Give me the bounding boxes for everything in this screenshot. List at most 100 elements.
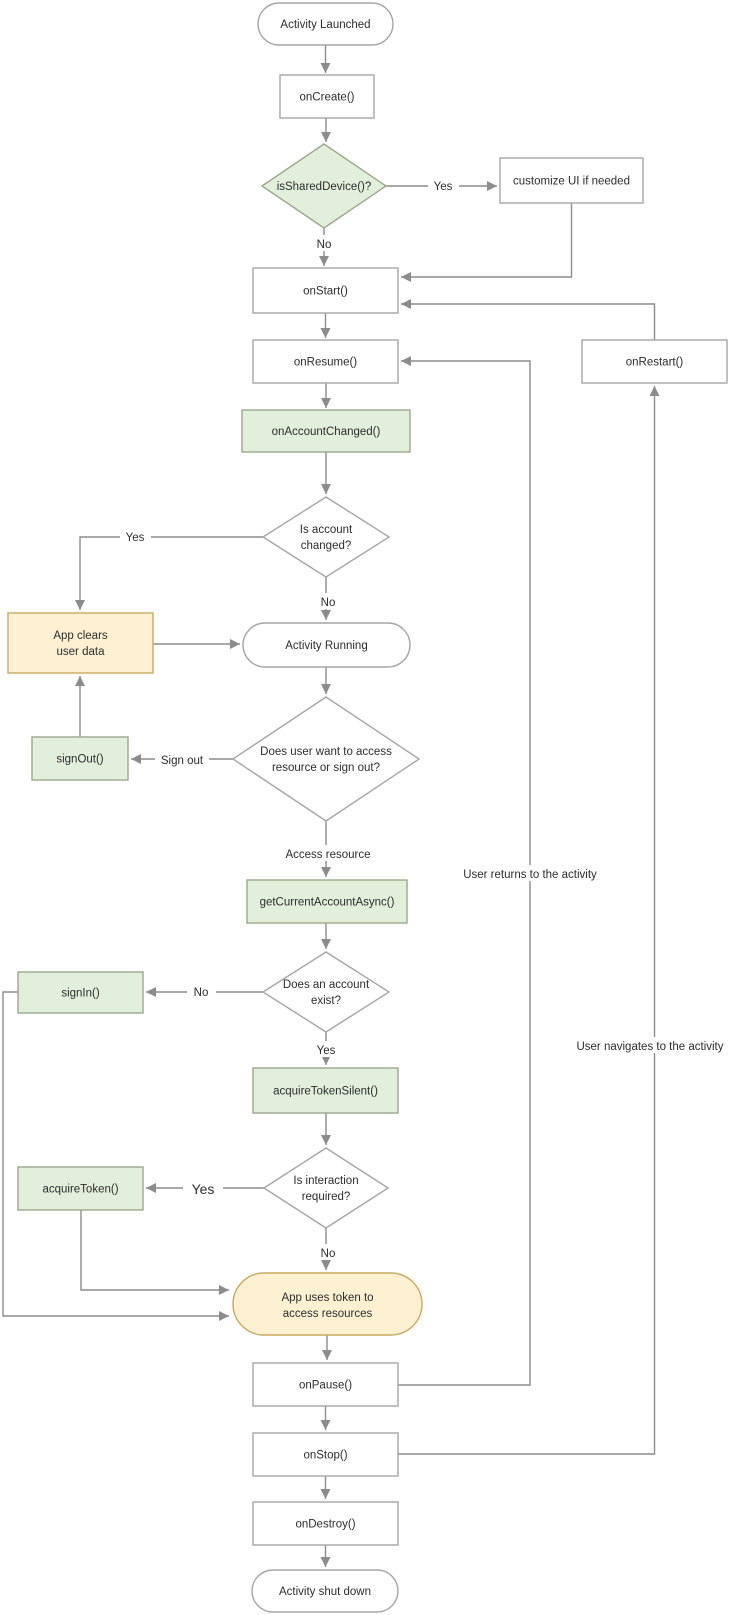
- edge-acquiretoken-to-appusestoken: [80, 1210, 229, 1295]
- node-onrestart: onRestart(): [581, 339, 728, 384]
- edge-signin-to-appusestoken: [2, 991, 229, 1321]
- node-label-line1: Does an account: [283, 979, 370, 991]
- process-shape: [246, 879, 408, 924]
- process-shape: [252, 339, 399, 384]
- process-shape: [252, 267, 399, 314]
- node-label-line1: Does user want to access: [260, 746, 392, 758]
- process-shape: [17, 971, 144, 1014]
- edge-label-access-resource: Access resource: [285, 849, 370, 861]
- node-label-line1: Is interaction: [293, 1175, 358, 1187]
- node-signout: signOut(): [31, 736, 129, 781]
- process-shape: [581, 339, 728, 384]
- node-signin: signIn(): [17, 971, 144, 1014]
- node-label-line1: App uses token to: [281, 1292, 373, 1304]
- node-activity-launched: Activity Launched: [257, 2, 394, 46]
- node-activity-running: Activity Running: [242, 622, 411, 668]
- node-label: onStop(): [303, 1450, 347, 1462]
- edge-label-user-navigates: User navigates to the activity: [576, 1041, 723, 1053]
- process-shape: [252, 1432, 399, 1477]
- decision-shape: [261, 951, 391, 1033]
- node-label: Activity Launched: [280, 19, 370, 31]
- node-doesuserwant: Does user want to access resource or sig…: [231, 696, 421, 822]
- label-bg: [283, 845, 373, 861]
- edge-label-sign-out: Sign out: [161, 755, 204, 767]
- node-label: onAccountChanged(): [272, 426, 381, 438]
- label-bg: [187, 983, 216, 999]
- node-onresume: onResume(): [252, 339, 399, 384]
- node-customize-ui: customize UI if needed: [499, 157, 644, 204]
- node-appusestoken: App uses token to access resources: [232, 1272, 423, 1336]
- edge-label-account-exist-no: No: [194, 987, 209, 999]
- node-label-line2: changed?: [301, 540, 352, 552]
- label-bg: [183, 1179, 223, 1198]
- node-label: onResume(): [294, 357, 357, 369]
- edge-label-user-returns: User returns to the activity: [463, 869, 597, 881]
- label-bg: [314, 593, 343, 609]
- node-onpause: onPause(): [252, 1362, 399, 1407]
- terminator-shape: [242, 622, 411, 668]
- edge-onstop-to-onrestart: [398, 386, 660, 1455]
- decision-shape: [262, 1147, 390, 1229]
- node-label: signOut(): [56, 754, 103, 766]
- node-label-line2: access resources: [283, 1308, 373, 1320]
- label-bg: [310, 235, 339, 251]
- node-isaccountchanged: Is account changed?: [261, 496, 391, 578]
- node-label: acquireTokenSilent(): [273, 1086, 378, 1098]
- node-label: onPause(): [299, 1380, 352, 1392]
- edge-label-interaction-yes: Yes: [192, 1181, 215, 1197]
- process-shape: [7, 612, 154, 674]
- process-shape: [252, 1067, 399, 1114]
- label-bg: [453, 865, 607, 881]
- node-label: isSharedDevice()?: [277, 181, 372, 193]
- process-shape: [279, 74, 375, 119]
- node-label: onRestart(): [626, 357, 684, 369]
- edge-onrestart-to-onstart: [401, 299, 656, 340]
- node-label: onDestroy(): [295, 1519, 355, 1531]
- node-label: onCreate(): [300, 92, 355, 104]
- node-getcurrentaccountasync: getCurrentAccountAsync(): [246, 879, 408, 924]
- process-shape: [499, 157, 644, 204]
- node-label-line1: Is account: [300, 524, 353, 536]
- edge-label-account-exist-yes: Yes: [317, 1045, 336, 1057]
- node-label: getCurrentAccountAsync(): [260, 897, 395, 909]
- edge-label-shared-yes: Yes: [434, 181, 453, 193]
- edge-label-account-changed-yes: Yes: [126, 532, 145, 544]
- node-label: customize UI if needed: [513, 176, 630, 188]
- node-acquiretoken: acquireToken(): [17, 1166, 144, 1211]
- decision-shape: [260, 143, 388, 229]
- node-label-line2: exist?: [311, 995, 341, 1007]
- label-bg: [120, 528, 151, 544]
- node-onaccountchanged: onAccountChanged(): [241, 409, 411, 453]
- edge-label-account-changed-no: No: [321, 597, 336, 609]
- edge-label-shared-no: No: [317, 239, 332, 251]
- node-isinteractionrequired: Is interaction required?: [262, 1147, 390, 1229]
- edge-isaccountchanged-yes: [75, 536, 263, 610]
- process-shape: [241, 409, 411, 453]
- node-acquiretokensilent: acquireTokenSilent(): [252, 1067, 399, 1114]
- label-bg: [570, 1037, 730, 1053]
- node-label-line2: user data: [57, 646, 106, 658]
- terminator-shape: [257, 2, 394, 46]
- node-label-line2: resource or sign out?: [272, 762, 380, 774]
- node-label-line2: required?: [302, 1191, 351, 1203]
- process-shape: [252, 1501, 399, 1546]
- node-label: signIn(): [61, 988, 100, 1000]
- terminator-shape: [232, 1272, 423, 1336]
- node-label: Activity Running: [285, 640, 367, 652]
- node-label-line1: App clears: [53, 630, 108, 642]
- node-onstop: onStop(): [252, 1432, 399, 1477]
- edge-customizeui-to-onstart: [401, 203, 573, 282]
- node-isshareddevice: isSharedDevice()?: [260, 143, 388, 229]
- decision-shape: [231, 696, 421, 822]
- node-label: acquireToken(): [42, 1184, 118, 1196]
- node-activity-shutdown: Activity shut down: [251, 1569, 399, 1613]
- label-bg: [155, 751, 209, 767]
- node-onstart: onStart(): [252, 267, 399, 314]
- edge-label-interaction-no: No: [321, 1248, 336, 1260]
- process-shape: [31, 736, 129, 781]
- node-label: Activity shut down: [279, 1586, 371, 1598]
- terminator-shape: [251, 1569, 399, 1613]
- edge-labels: Yes No Yes No Sign out Access resource N…: [120, 177, 730, 1260]
